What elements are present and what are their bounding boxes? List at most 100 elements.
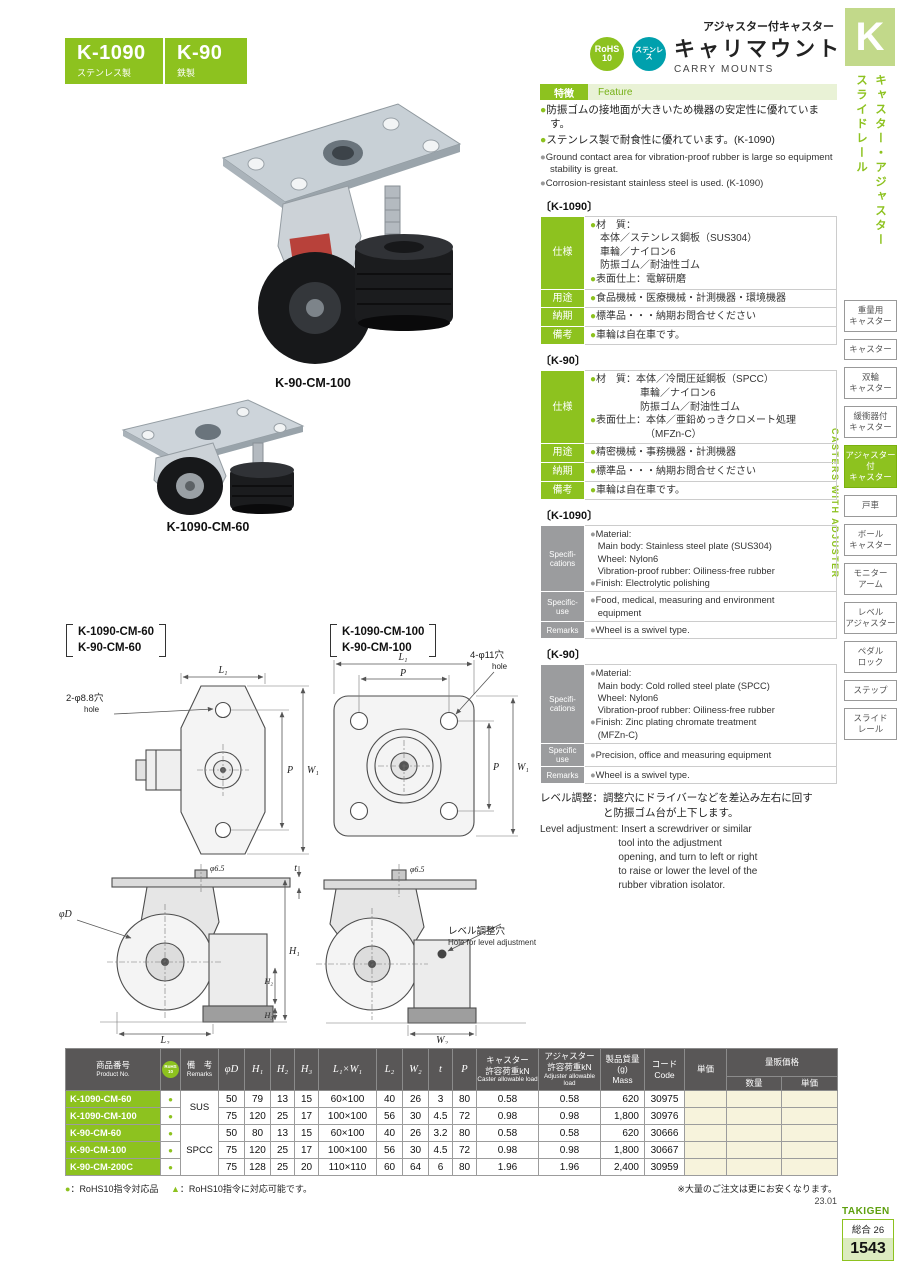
- dimension-lines: [316, 864, 526, 1036]
- sidebar-item-pedal-lock[interactable]: ペダル ロック: [844, 640, 897, 673]
- caster-photo-small: [121, 399, 305, 515]
- cell-remarks-sus: SUS: [180, 1090, 219, 1125]
- dim-h1-label: H₁: [288, 946, 300, 957]
- spec-value: ●標準品・・・納期お問合せください: [584, 461, 837, 482]
- cell-mass: 620: [600, 1124, 645, 1142]
- sidebar-item-casters[interactable]: キャスター: [844, 339, 897, 361]
- caster-photo-large: [221, 103, 462, 364]
- cell-caster-load: 0.98: [476, 1141, 539, 1159]
- dim-h3-label: H₃: [263, 1011, 273, 1020]
- dimension-arrows: [76, 866, 302, 1037]
- cell-volume-qty: [726, 1141, 782, 1159]
- dimension-arrows: [335, 661, 516, 835]
- dimension-lines: [180, 673, 309, 855]
- sidebar-item-slide-rail[interactable]: スライド レール: [844, 707, 897, 741]
- cell-volume-price: [780, 1090, 839, 1108]
- sidebar-item-step[interactable]: ステップ: [844, 679, 897, 701]
- dimension-arrows: [113, 674, 306, 853]
- cell-mass: 1,800: [600, 1141, 645, 1159]
- category-label: アジャスター付キャスター: [702, 21, 834, 33]
- col-header-qty: 数量: [726, 1076, 782, 1091]
- spec-label: Specific use: [540, 742, 585, 768]
- dim-l2-label: L₂: [159, 1035, 170, 1044]
- cell-adjuster-load: 1.96: [538, 1158, 601, 1176]
- level-adjustment-text-en: Insert a screwdriver or similar tool int…: [618, 823, 758, 891]
- col-header-unit-price2: 単価: [780, 1076, 839, 1091]
- feature-item: ●Ground contact area for vibration-proof…: [540, 151, 833, 175]
- legend-dot-icon: ●: [65, 1184, 71, 1194]
- sidebar-item-monitor-arm[interactable]: モニター アーム: [844, 562, 897, 595]
- dim-h2-label: H₂: [263, 977, 273, 986]
- section-label-k90-en: 〔K-90〕: [540, 649, 586, 662]
- spec-label: 用途: [540, 443, 585, 463]
- cell-mass: 620: [600, 1090, 645, 1108]
- cell-l1w1: 60×100: [318, 1090, 377, 1108]
- sidebar-item-casters-with-adjuster[interactable]: アジャスター付 キャスター: [844, 445, 897, 489]
- cell-t: 3: [428, 1090, 453, 1108]
- table-row: K-90-CM-100 ● 75 120 25 17 100×100 56 30…: [65, 1141, 839, 1159]
- sidebar-item-level-adjusters[interactable]: レベル アジャスター: [844, 601, 897, 634]
- bracket-right: [429, 624, 437, 658]
- dim-phi65-label: φ6.5: [410, 865, 424, 874]
- col-header-h1: H₁: [244, 1048, 271, 1091]
- sidebar-item-ball-casters[interactable]: ボール キャスター: [844, 523, 897, 556]
- cell-l2: 40: [376, 1124, 403, 1142]
- spec-value: ●食品機械・医療機械・計測機器・環境機器: [584, 288, 837, 309]
- cell-l1w1: 100×100: [318, 1141, 377, 1159]
- cell-volume-qty: [726, 1090, 782, 1108]
- cell-code: 30975: [644, 1090, 685, 1108]
- hole-annotation-en: hole: [492, 662, 508, 671]
- cell-h3: 15: [294, 1124, 319, 1142]
- cell-l1w1: 100×100: [318, 1107, 377, 1125]
- dimension-lines: [100, 864, 287, 1034]
- title-row: RoHS 10 ステンレス キャリマウント CARRY MOUNTS: [590, 33, 842, 75]
- cell-caster-load: 0.58: [476, 1124, 539, 1142]
- col-header-phiD: φD: [218, 1048, 245, 1091]
- cell-unit-price: [684, 1107, 727, 1125]
- sidebar-item-twin-casters[interactable]: 双輪 キャスター: [844, 367, 897, 400]
- product-material: 鉄製: [177, 68, 196, 78]
- spec-value: ●標準品・・・納期お問合せください: [584, 307, 837, 327]
- cell-volume-qty: [726, 1124, 782, 1142]
- feature-item: ●ステンレス製で耐食性に優れています。(K-1090): [540, 133, 775, 146]
- dim-w2-label: W₂: [436, 1035, 448, 1044]
- feature-header-en: Feature: [588, 84, 837, 100]
- drawing-title-cm60: K-1090-CM-60 K-90-CM-60: [66, 624, 167, 658]
- sidebar-nav: 重量用 キャスター キャスター 双輪 キャスター 緩衝器付 キャスター アジャス…: [844, 300, 897, 741]
- spec-table-k90-en: Specifi- cations●Material: Main body: Co…: [540, 664, 837, 785]
- bracket-left: [330, 624, 337, 658]
- drawing-top-view-cm60: L₁ P W₁ 2-φ8.8穴 hole: [66, 665, 319, 855]
- cell-h1: 120: [244, 1141, 271, 1159]
- cell-l1w1: 110×110: [318, 1158, 377, 1176]
- cell-adjuster-load: 0.58: [538, 1090, 601, 1108]
- spec-label: 備考: [540, 325, 585, 346]
- cell-volume-price: [780, 1141, 839, 1159]
- sidebar-item-door-rollers[interactable]: 戸車: [844, 495, 897, 517]
- sidebar-item-heavy-casters[interactable]: 重量用 キャスター: [844, 300, 897, 333]
- dim-phi65-label: φ6.5: [210, 864, 224, 873]
- drawing-title-text: K-1090-CM-60 K-90-CM-60: [78, 626, 155, 654]
- bracket-left: [66, 624, 73, 658]
- level-adjustment-label-en: Level adjustment:: [540, 823, 619, 835]
- page-title: キャリマウント CARRY MOUNTS: [674, 33, 842, 75]
- bulk-order-note: ※大量のご注文は更にお安くなります。: [677, 1184, 837, 1194]
- cell-caster-load: 0.58: [476, 1090, 539, 1108]
- col-header-t: t: [428, 1048, 453, 1091]
- cell-remarks-spcc: SPCC: [180, 1124, 219, 1176]
- col-header-p: P: [452, 1048, 477, 1091]
- dim-phid-label: φD: [59, 909, 73, 920]
- cell-rohs: ●: [160, 1124, 181, 1142]
- sidebar-item-shock-absorbing-casters[interactable]: 緩衝器付 キャスター: [844, 406, 897, 439]
- feature-header: 特徴 Feature: [540, 84, 837, 100]
- level-adjustment-label-jp: レベル調整：: [540, 792, 603, 805]
- spec-label: 納期: [540, 461, 585, 482]
- dim-t-label: t: [294, 863, 297, 874]
- cell-h1: 80: [244, 1124, 271, 1142]
- cell-t: 4.5: [428, 1107, 453, 1125]
- drawing-title-cm100: K-1090-CM-100 K-90-CM-100: [330, 624, 437, 658]
- level-hole-annotation: レベル調整穴 Hole for level adjustment: [448, 926, 588, 949]
- section-label-k1090-en: 〔K-1090〕: [540, 510, 599, 523]
